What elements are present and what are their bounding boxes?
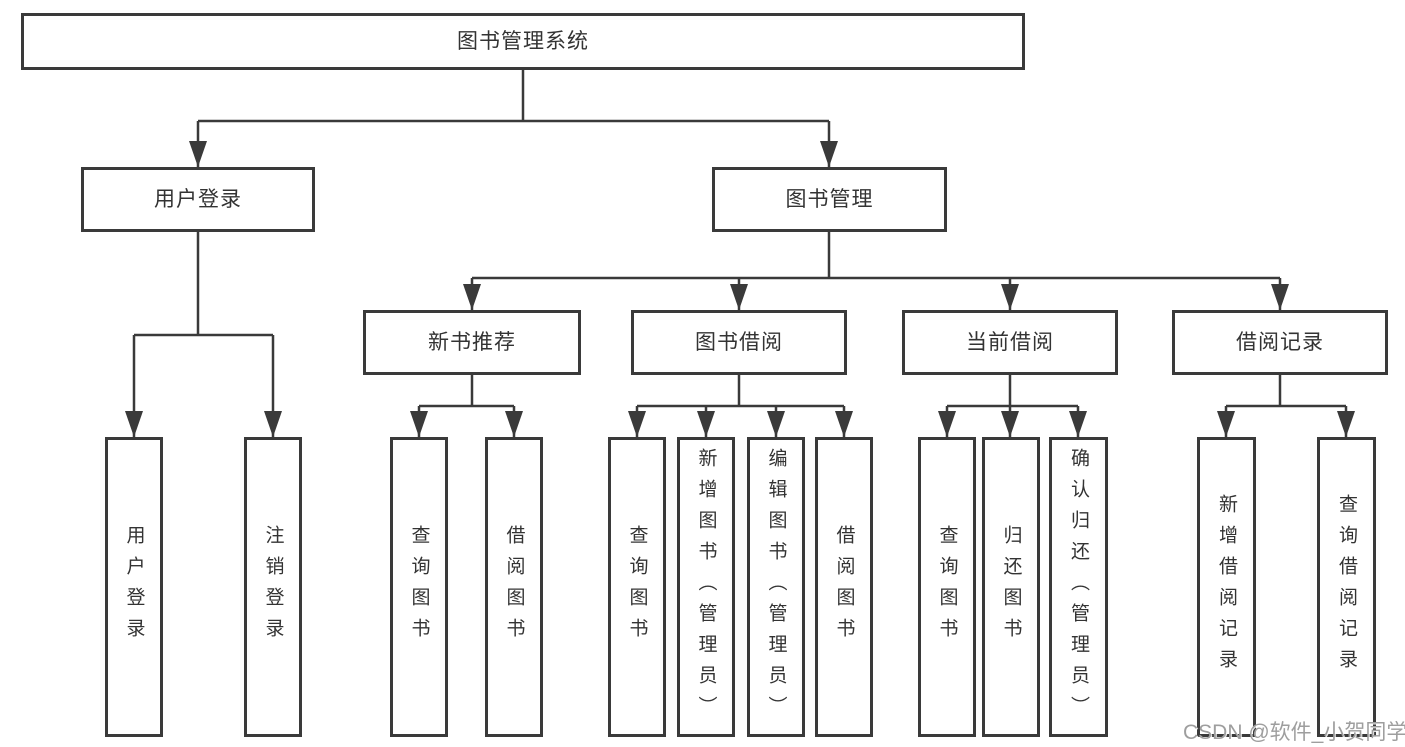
node-book-management-branch: 图书管理 [712,167,947,232]
node-leaf-confirm-return-admin: 确认归还（管理员） [1049,437,1108,737]
arrow-down-icon [463,284,481,310]
leaf-label: 查询图书 [936,525,958,649]
arrow-down-icon [767,411,785,437]
node-current-borrowing: 当前借阅 [902,310,1118,375]
arrow-down-icon [1217,411,1235,437]
arrow-down-icon [1271,284,1289,310]
node-leaf-user-login: 用户登录 [105,437,163,737]
node-leaf-add-borrow-record: 新增借阅记录 [1197,437,1256,737]
node-leaf-edit-books-admin: 编辑图书（管理员） [747,437,805,737]
leaf-label: 新增借阅记录 [1216,494,1237,680]
arrow-down-icon [125,411,143,437]
leaf-label: 借阅图书 [503,525,525,649]
leaf-label: 归还图书 [1000,525,1022,649]
arrow-down-icon [820,141,838,167]
arrow-down-icon [264,411,282,437]
connector-lines [132,70,1348,437]
leaf-label: 注销登录 [262,525,284,649]
arrow-down-icon [835,411,853,437]
arrow-down-icon [505,411,523,437]
node-book-borrowing: 图书借阅 [631,310,847,375]
leaf-label: 借阅图书 [833,525,855,649]
node-leaf-logout: 注销登录 [244,437,302,737]
arrow-down-icon [189,141,207,167]
arrow-down-icon [697,411,715,437]
csdn-watermark: CSDN @软件_小贺同学 [1183,721,1405,744]
arrow-down-icon [730,284,748,310]
arrow-down-icon [938,411,956,437]
leaf-label: 新增图书（管理员） [695,447,717,727]
arrow-down-icon [1069,411,1087,437]
node-leaf-add-books-admin: 新增图书（管理员） [677,437,735,737]
node-new-book-recommend: 新书推荐 [363,310,581,375]
leaf-label: 查询图书 [626,525,648,649]
node-leaf-query-books-current: 查询图书 [918,437,976,737]
leaf-label: 查询图书 [408,525,430,649]
arrow-down-icon [410,411,428,437]
node-leaf-return-books: 归还图书 [982,437,1040,737]
leaf-label: 用户登录 [123,525,145,649]
node-user-login-branch: 用户登录 [81,167,315,232]
node-leaf-borrow-books: 借阅图书 [815,437,873,737]
leaf-label: 查询借阅记录 [1336,494,1357,680]
node-leaf-query-books-recommend: 查询图书 [390,437,448,737]
arrow-down-icon [1337,411,1355,437]
node-library-management-system: 图书管理系统 [21,13,1025,70]
node-leaf-query-books-borrowing: 查询图书 [608,437,666,737]
node-borrow-records: 借阅记录 [1172,310,1388,375]
node-leaf-borrow-books-recommend: 借阅图书 [485,437,543,737]
arrow-down-icon [1001,284,1019,310]
arrow-down-icon [1001,411,1019,437]
leaf-label: 确认归还（管理员） [1068,447,1089,727]
arrow-down-icon [628,411,646,437]
node-leaf-query-borrow-record: 查询借阅记录 [1317,437,1376,737]
leaf-label: 编辑图书（管理员） [765,447,787,727]
